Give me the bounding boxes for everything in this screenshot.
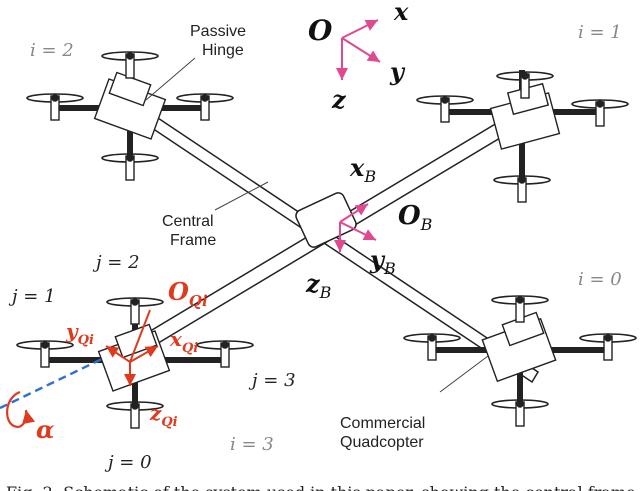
quad-x-label: xQi xyxy=(169,327,198,356)
world-x-label: x xyxy=(393,0,409,26)
hinge-axis xyxy=(0,356,105,410)
quadcopter-i1 xyxy=(416,70,629,203)
quad-origin-label: OQi xyxy=(168,277,208,310)
alpha-label: α xyxy=(36,415,54,444)
body-x-label: xB xyxy=(349,153,376,186)
world-z-label: z xyxy=(331,85,347,114)
quadcopter-i2 xyxy=(26,51,234,181)
rotor-label-j2: j = 2 xyxy=(92,252,140,273)
body-frame-axes xyxy=(334,203,377,252)
quad-frame-axes xyxy=(105,309,159,386)
central-frame xyxy=(120,96,540,384)
leader-lines xyxy=(145,57,489,393)
body-origin-label: OB xyxy=(398,201,433,234)
rotor-label-j3: j = 3 xyxy=(248,370,296,391)
alpha-rotation-arrow xyxy=(6,390,36,428)
index-label-i2: i = 2 xyxy=(30,40,74,61)
world-y-label: y xyxy=(389,57,406,86)
quad-z-label: zQi xyxy=(149,401,178,430)
world-origin-label: O xyxy=(308,14,333,47)
central-frame-label-2: Frame xyxy=(170,232,216,249)
body-y-label: yB xyxy=(369,245,396,278)
world-frame-axes xyxy=(336,19,381,80)
passive-hinge-label-2: Hinge xyxy=(202,42,244,59)
body-z-label: zB xyxy=(305,269,332,302)
commercial-quadcopter-label-2: Quadcopter xyxy=(340,434,424,451)
commercial-quadcopter-label-1: Commercial xyxy=(340,415,425,432)
rotor-label-j0: j = 0 xyxy=(104,452,152,473)
quad-y-label: yQi xyxy=(65,319,94,348)
index-label-i1: i = 1 xyxy=(578,22,622,43)
figure-caption: Fig. 2: Schematic of the system used in … xyxy=(6,483,640,491)
index-label-i0: i = 0 xyxy=(578,269,622,290)
index-label-i3: i = 3 xyxy=(230,434,274,455)
quadcopter-i3 xyxy=(16,297,254,429)
central-frame-label-1: Central xyxy=(162,213,214,230)
rotor-label-j1: j = 1 xyxy=(8,286,56,307)
passive-hinge-label-1: Passive xyxy=(190,23,246,40)
quadcopter-i0 xyxy=(403,295,637,427)
